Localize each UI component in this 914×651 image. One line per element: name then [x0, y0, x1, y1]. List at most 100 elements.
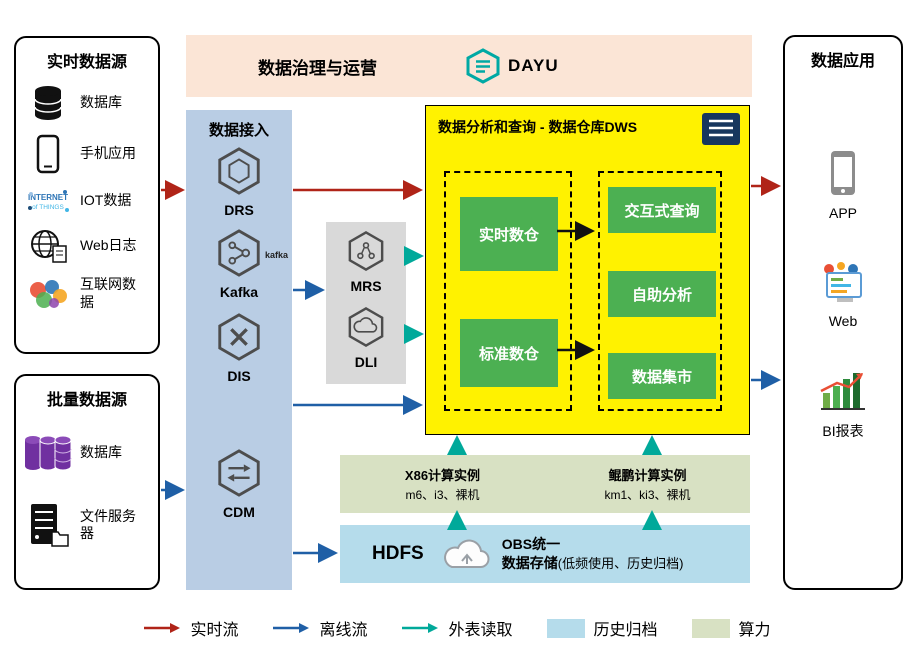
realtime-sources-panel: 实时数据源 数据库 手机应用: [14, 36, 160, 354]
kafka-hexagon-icon: [218, 229, 260, 277]
dli-hexagon-icon: [348, 307, 384, 347]
source-label: IOT数据: [80, 192, 132, 209]
legend-label: 算力: [738, 622, 771, 639]
source-item-iot: INTERNET of THINGS IOT数据: [16, 186, 158, 216]
source-label: 数据库: [80, 444, 122, 461]
realtime-sources-title: 实时数据源: [46, 54, 127, 71]
self-service-analysis-box: 自助分析: [608, 271, 716, 317]
legend-item-realtime-flow: 实时流: [143, 616, 238, 640]
source-label: 文件服务器: [80, 507, 136, 542]
source-item-mobile-app: 手机应用: [16, 134, 158, 174]
svg-text:INTERNET: INTERNET: [28, 193, 68, 202]
legend-label: 实时流: [190, 622, 239, 639]
analysis-group: 交互式查询 自助分析 数据集市: [598, 171, 722, 411]
legend: 实时流 离线流 外表读取 历史归档 算力: [0, 616, 914, 640]
service-dli: DLI: [326, 306, 406, 370]
phone-icon: [20, 134, 76, 174]
service-cdm: CDM: [186, 448, 292, 520]
source-label: 互联网数据: [80, 276, 136, 310]
storage-panel: HDFS OBS统一 数据存储(低频使用、历史归档): [340, 525, 750, 583]
drs-hexagon-icon: [218, 147, 260, 195]
legend-item-offline-flow: 离线流: [272, 616, 367, 640]
kafka-wordmark: kafka: [264, 250, 288, 260]
realtime-flow-arrow-icon: [144, 623, 181, 633]
service-label: DRS: [224, 202, 254, 218]
ingestion-title: 数据接入: [208, 122, 269, 139]
mrs-hexagon-icon: [348, 231, 384, 271]
middleware-panel: MRS DLI: [326, 222, 406, 384]
source-item-internet-data: 互联网数据: [16, 276, 158, 311]
compute-swatch: [691, 618, 730, 638]
obs-note: (低频使用、历史归档): [557, 555, 684, 571]
legend-item-compute: 算力: [691, 616, 771, 640]
batch-sources-panel: 批量数据源 数据库: [14, 374, 160, 590]
internet-data-icon: [20, 278, 76, 310]
x86-compute-subtitle: m6、i3、裸机: [405, 488, 480, 502]
service-label: DIS: [227, 368, 251, 384]
interactive-query-box: 交互式查询: [608, 187, 716, 233]
source-label: 数据库: [80, 94, 122, 111]
service-label: DLI: [354, 354, 378, 370]
source-item-web-log: Web日志: [16, 228, 158, 264]
governance-title: 数据治理与运营: [258, 58, 377, 78]
external-read-arrow-icon: [402, 623, 439, 633]
governance-panel: 数据治理与运营 DAYU: [186, 35, 752, 97]
legend-label: 外表读取: [448, 622, 513, 639]
svg-text:of THINGS: of THINGS: [32, 204, 64, 211]
app-label: BI报表: [822, 423, 864, 439]
ingestion-panel: 数据接入 DRS kafka Kafka: [186, 110, 292, 590]
x86-compute: X86计算实例 m6、i3、裸机: [340, 455, 545, 513]
legend-item-archive: 历史归档: [546, 616, 658, 640]
app-label: Web: [828, 313, 858, 329]
source-item-batch-database: 数据库: [16, 432, 158, 474]
app-phone-icon: [831, 151, 855, 195]
archive-swatch: [546, 618, 585, 638]
obs-cloud-icon: [443, 539, 490, 568]
service-kafka: kafka Kafka: [186, 228, 292, 300]
iot-icon: INTERNET of THINGS: [20, 186, 76, 216]
service-label: MRS: [350, 278, 382, 294]
database-icon: [20, 84, 76, 122]
source-label: Web日志: [80, 237, 137, 254]
bi-chart-icon: [820, 373, 865, 410]
batch-sources-title: 批量数据源: [46, 392, 127, 409]
dayu-brand-text: DAYU: [508, 56, 559, 75]
dws-panel: 数据分析和查询 - 数据仓库DWS 实时数仓 标准数仓 交互式查询 自助分析 数…: [425, 105, 750, 435]
standard-warehouse-box: 标准数仓: [460, 319, 558, 387]
service-drs: DRS: [186, 146, 292, 218]
source-label: 手机应用: [80, 145, 136, 162]
warehouse-group: 实时数仓 标准数仓: [444, 171, 572, 411]
file-server-icon: [20, 502, 76, 548]
dws-document-icon: [702, 113, 740, 145]
kunpeng-compute-subtitle: km1、ki3、裸机: [604, 488, 691, 502]
globe-icon: [20, 228, 76, 264]
obs-label-line2: 数据存储(低频使用、历史归档): [502, 554, 684, 573]
service-dis: DIS: [186, 312, 292, 384]
legend-item-external-read: 外表读取: [401, 616, 513, 640]
service-label: CDM: [223, 504, 255, 520]
applications-panel: 数据应用 APP Web: [783, 35, 903, 590]
obs-storage-text: 数据存储: [501, 554, 558, 571]
hdfs-label: HDFS: [372, 543, 424, 564]
app-item-web: Web: [785, 261, 901, 329]
source-item-database: 数据库: [16, 84, 158, 122]
cdm-hexagon-icon: [218, 449, 260, 497]
dis-hexagon-icon: [218, 313, 260, 361]
web-icon: [824, 262, 862, 302]
app-item-app: APP: [785, 149, 901, 221]
source-item-file-server: 文件服务器: [16, 502, 158, 548]
database-stack-icon: [20, 432, 76, 474]
applications-title: 数据应用: [810, 53, 875, 70]
data-mart-box: 数据集市: [608, 353, 716, 399]
offline-flow-arrow-icon: [273, 623, 310, 633]
obs-label: OBS统一 数据存储(低频使用、历史归档): [502, 535, 684, 572]
dayu-hexagon-icon: [466, 48, 500, 84]
dayu-logo: DAYU: [465, 48, 559, 84]
x86-compute-title: X86计算实例: [404, 468, 481, 483]
obs-label-line1: OBS统一: [501, 536, 561, 553]
kunpeng-compute-title: 鲲鹏计算实例: [608, 468, 687, 483]
legend-label: 离线流: [319, 622, 368, 639]
dws-title: 数据分析和查询 - 数据仓库DWS: [438, 119, 638, 135]
app-item-bi: BI报表: [785, 369, 901, 441]
